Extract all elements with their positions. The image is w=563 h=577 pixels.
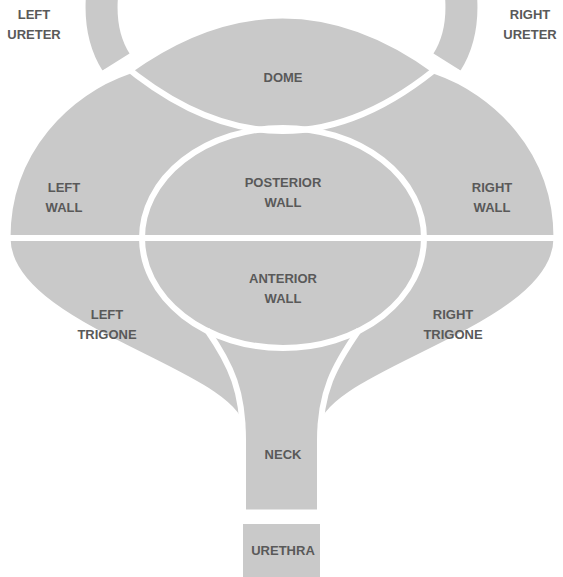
region-label: RIGHT URETER [499, 5, 561, 45]
region-label: NECK [248, 445, 318, 465]
ureter-label: LEFT URETER [3, 5, 65, 45]
right-neck-divider [320, 330, 359, 514]
bladder-body [8, 16, 556, 512]
region-label: ANTERIOR WALL [239, 269, 327, 309]
wall-trigone-divider [0, 235, 563, 241]
ureter-label: RIGHT URETER [499, 5, 561, 45]
region-label: URETHRA [246, 541, 320, 561]
left-ureter-gap [90, 56, 140, 80]
urethra-shape [243, 524, 320, 577]
region-label: POSTERIOR WALL [237, 173, 329, 213]
region-label: DOME [238, 68, 328, 88]
dome-region: DOME [238, 68, 328, 88]
region-separators [0, 56, 563, 514]
urethra-region: URETHRA [246, 541, 320, 561]
region-label: RIGHT WALL [463, 178, 521, 218]
trigone-region: RIGHT TRIGONE [417, 305, 489, 345]
anterior-posterior-outline [142, 128, 424, 348]
posterior-wall-region: POSTERIOR WALL [237, 173, 329, 213]
right-ureter-gap [423, 56, 473, 80]
wall-region: RIGHT WALL [463, 178, 521, 218]
region-label: LEFT TRIGONE [71, 305, 143, 345]
wall-region: LEFT WALL [36, 178, 92, 218]
neck-region: NECK [248, 445, 318, 465]
region-label: RIGHT TRIGONE [417, 305, 489, 345]
dome-divider [120, 62, 444, 131]
trigone-region: LEFT TRIGONE [71, 305, 143, 345]
region-label: LEFT URETER [3, 5, 65, 45]
left-neck-divider [207, 330, 243, 514]
region-label: LEFT WALL [36, 178, 92, 218]
left-ureter-tube [102, 0, 116, 62]
anterior-wall-region: ANTERIOR WALL [239, 269, 327, 309]
right-ureter-tube [447, 0, 461, 62]
